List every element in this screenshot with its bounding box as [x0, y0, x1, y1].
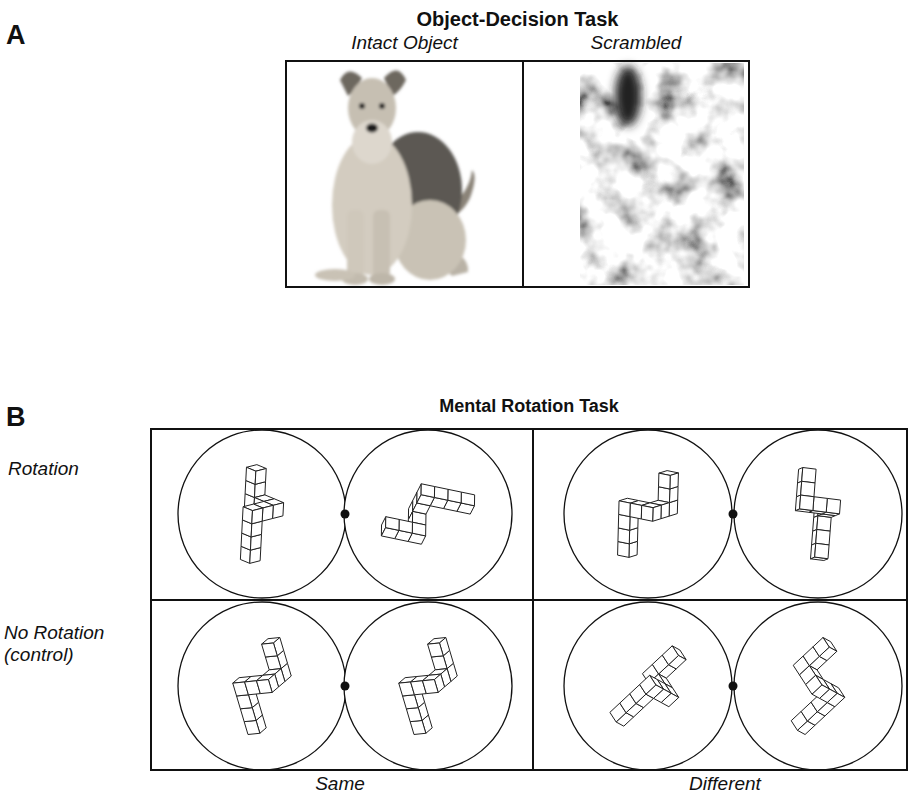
cube-face — [802, 468, 816, 483]
fixation-dot — [729, 682, 738, 691]
cube-face — [410, 720, 426, 734]
stimulus-circle — [344, 602, 512, 770]
cube-face — [265, 656, 281, 670]
fixation-dot — [729, 510, 738, 519]
cube-face — [428, 643, 444, 657]
cube-face — [256, 680, 272, 694]
cube-face — [630, 503, 642, 519]
cube-face — [246, 467, 256, 484]
fixation-dot — [341, 682, 350, 691]
cube-face — [813, 637, 829, 656]
stimulus-circle — [564, 430, 732, 598]
cube-face — [800, 495, 814, 510]
panel-letter: B — [6, 402, 46, 433]
cube-face — [662, 646, 678, 665]
cube-face — [653, 505, 662, 521]
cube-face — [659, 473, 671, 489]
cube-face — [255, 469, 266, 485]
stimulus-circle — [178, 602, 346, 770]
panel-letter: A — [6, 20, 46, 51]
cube-face — [813, 497, 827, 512]
dog-photo — [315, 70, 475, 285]
cube-face — [826, 498, 840, 513]
cube-figure — [791, 637, 845, 734]
cube-figure — [233, 638, 292, 735]
mental-rotation-figures — [150, 428, 908, 771]
cube-face — [434, 487, 448, 501]
cube-face — [421, 484, 435, 498]
panel-heading: Mental Rotation Task — [152, 396, 906, 417]
cube-face — [641, 505, 653, 521]
row-label: Rotation — [8, 458, 148, 480]
cube-face — [399, 519, 413, 533]
task-grid: Mental Rotation Task — [150, 428, 908, 771]
panel-frame: Object-Decision TaskIntact ObjectScrambl… — [285, 60, 750, 288]
panel-heading: Object-Decision Task — [287, 8, 748, 31]
cube-face — [619, 501, 631, 517]
image-panel: Scrambled — [522, 62, 748, 286]
cube-face — [262, 505, 273, 521]
cube-face — [448, 489, 462, 503]
column-label: Same — [260, 773, 420, 795]
cube-face — [815, 543, 829, 558]
column-label: Different — [640, 773, 810, 795]
cube-figure — [610, 646, 686, 726]
cube-face — [422, 680, 438, 694]
cube-figure — [618, 471, 679, 558]
cube-figure — [240, 465, 283, 564]
stimulus-circle — [734, 430, 902, 598]
panel-heading: Intact Object — [287, 32, 522, 54]
cube-face — [661, 503, 670, 519]
stimulus-circle — [734, 602, 902, 770]
cube-face — [237, 695, 253, 709]
row-label: No Rotation (control) — [4, 622, 144, 666]
cube-face — [816, 529, 830, 544]
cube-face — [412, 522, 426, 536]
cube-face — [817, 516, 831, 531]
scrambled-image — [580, 63, 744, 285]
cube-figure — [795, 468, 840, 561]
grid-divider — [150, 599, 908, 601]
cube-face — [386, 517, 400, 531]
cube-face — [406, 708, 422, 722]
cube-figure — [381, 484, 474, 544]
cube-face — [801, 481, 815, 496]
cube-face — [640, 675, 656, 694]
cube-face — [670, 473, 679, 489]
fixation-dot — [341, 510, 350, 519]
cube-face — [461, 492, 475, 506]
panel-heading: Scrambled — [524, 32, 748, 54]
cube-face — [240, 708, 256, 722]
cube-face — [244, 720, 260, 734]
cube-face — [431, 656, 447, 670]
cube-face — [403, 695, 419, 709]
cube-figure — [399, 638, 458, 735]
cube-face — [242, 507, 252, 524]
image-panel: Intact Object — [287, 62, 522, 286]
stimulus-circle — [178, 430, 346, 598]
cube-face — [262, 643, 278, 657]
cube-face — [252, 508, 263, 524]
cube-face — [273, 503, 284, 519]
cube-face — [806, 675, 822, 694]
stimulus-circle — [344, 430, 512, 598]
stimulus-circle — [564, 602, 732, 770]
